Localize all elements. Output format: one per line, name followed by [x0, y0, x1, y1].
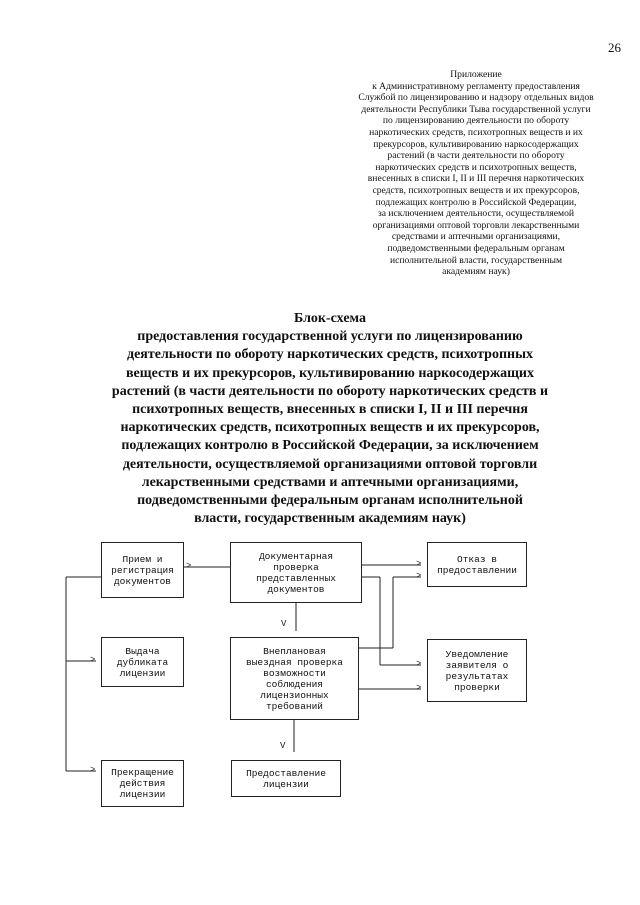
box-text: Прекращение: [111, 767, 174, 778]
box-vyezdnaya: Внеплановая выездная проверка возможност…: [230, 637, 359, 720]
box-text: документов: [267, 583, 325, 595]
box-text: документов: [113, 575, 171, 587]
arrow-right-icon: >: [416, 571, 422, 581]
title-line: психотропных веществ, внесенных в списки…: [132, 402, 528, 418]
box-text: дубликата: [116, 656, 169, 668]
document-title: Блок-схема предоставления государственно…: [110, 310, 550, 528]
box-text: проверка: [273, 561, 319, 573]
page-number: 26: [608, 40, 621, 55]
box-text: Уведомление: [445, 648, 509, 660]
arrow-down-icon: V: [280, 741, 286, 751]
box-priem: Прием и регистрация документов: [101, 542, 184, 598]
box-text: предоставлении: [437, 564, 517, 576]
box-text: требований: [265, 700, 323, 712]
box-text: соблюдения: [265, 678, 323, 690]
appendix-line: наркотических средств, психотропных веще…: [369, 126, 583, 138]
box-text: лицензии: [119, 789, 166, 800]
box-text: действия: [119, 778, 166, 789]
box-text: лицензии: [119, 667, 166, 679]
appendix-line: исполнительной власти, государственным: [389, 254, 563, 266]
appendix-line: Приложение: [450, 69, 502, 80]
title-line: Блок-схема: [294, 311, 366, 326]
appendix-line: деятельности Республики Тыва государстве…: [361, 103, 591, 115]
box-text: Прием и: [122, 553, 163, 565]
title-line: власти, государственным академиям наук): [194, 511, 466, 527]
appendix-line: Службой по лицензированию и надзору отде…: [358, 92, 594, 104]
appendix-line: внесенных в списки I, II и III перечня н…: [367, 173, 585, 185]
appendix-line: к Административному регламенту предостав…: [372, 80, 580, 92]
appendix-note: Приложение к Административному регламент…: [340, 69, 612, 278]
box-text: Документарная: [258, 550, 334, 562]
title-line: деятельности, осуществляемой организация…: [122, 456, 538, 472]
box-otkaz: Отказ в предоставлении: [427, 542, 527, 587]
title-line: подведомственными федеральным органам ис…: [137, 493, 523, 509]
appendix-line: организациями оптовой торговли лекарстве…: [372, 219, 580, 231]
box-text: Предоставление: [246, 767, 326, 779]
box-text: заявителя о: [445, 659, 509, 671]
appendix-line: растений (в части деятельности по оборот…: [387, 150, 565, 162]
title-line: подлежащих контролю в Российской Федерац…: [121, 438, 539, 454]
title-line: лекарственными средствами и аптечными ор…: [141, 474, 519, 490]
box-prekrashchenie: Прекращение действия лицензии: [101, 760, 184, 807]
box-text: Внеплановая: [263, 645, 326, 657]
appendix-line: прекурсоров, культивированию наркосодерж…: [373, 138, 579, 150]
box-text: выездная проверка: [246, 656, 343, 668]
appendix-line: подлежащих контролю в Российской Федерац…: [375, 196, 577, 208]
title-line: наркотических средств, психотропных веще…: [120, 420, 540, 436]
box-text: лицензии: [263, 778, 309, 790]
arrow-right-icon: >: [186, 561, 192, 571]
title-line: предоставления государственной услуги по…: [137, 329, 523, 345]
arrow-right-icon: >: [90, 655, 96, 665]
title-line: растений (в части деятельности по оборот…: [111, 383, 549, 399]
arrow-right-icon: >: [416, 659, 422, 669]
box-text: лицензионных: [260, 689, 329, 701]
arrow-right-icon: >: [416, 683, 422, 693]
box-text: представленных: [256, 572, 336, 584]
arrow-right-icon: >: [416, 559, 422, 569]
box-text: возможности: [263, 667, 326, 679]
appendix-line: наркотических средств и психотропных вещ…: [375, 161, 577, 173]
title-line: веществ и их прекурсоров, культивировани…: [125, 365, 534, 381]
appendix-line: подведомственными федеральным органам: [387, 242, 565, 254]
box-proverka: Документарная проверка представленных до…: [230, 542, 362, 603]
appendix-line: по лицензированию деятельности по оборот…: [382, 115, 570, 127]
box-text: регистрация: [111, 564, 174, 576]
box-predostavlenie: Предоставление лицензии: [231, 760, 341, 797]
arrow-right-icon: >: [90, 765, 96, 775]
arrow-down-icon: V: [281, 619, 287, 629]
appendix-line: академиям наук): [442, 266, 510, 278]
appendix-line: средствами и аптечными организациями,: [391, 231, 561, 243]
appendix-line: средств, психотропных веществ и их преку…: [372, 184, 580, 196]
title-line: деятельности по обороту наркотических ср…: [126, 347, 534, 363]
box-duplikat: Выдача дубликата лицензии: [101, 637, 184, 687]
box-text: результатах: [445, 670, 509, 682]
appendix-line: за исключением деятельности, осуществляе…: [377, 208, 575, 220]
box-text: Выдача: [125, 645, 160, 657]
box-text: Отказ в: [457, 553, 497, 565]
box-text: проверки: [454, 681, 500, 693]
box-uvedomlenie: Уведомление заявителя о результатах пров…: [427, 639, 527, 702]
